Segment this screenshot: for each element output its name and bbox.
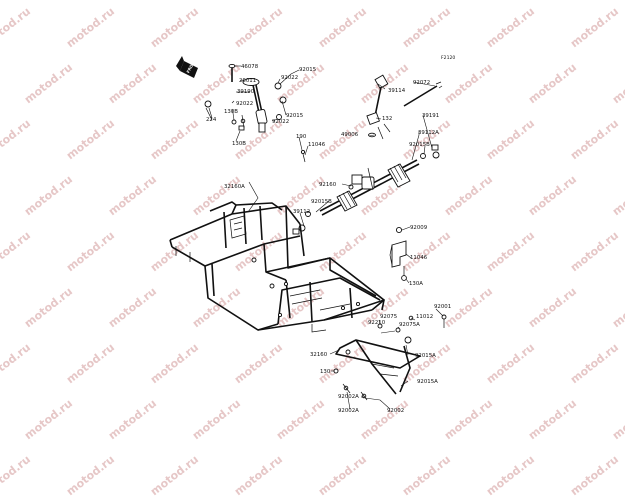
lower-bracket-assembly xyxy=(333,314,447,401)
part-label: 92160 xyxy=(319,182,337,188)
part-label: 92001 xyxy=(434,304,451,310)
mount-bracket xyxy=(389,226,407,281)
part-label: 39190 xyxy=(237,89,255,95)
part-label: 32160A xyxy=(224,184,245,190)
part-label: 92022 xyxy=(236,101,253,107)
part-label: 39114 xyxy=(388,88,406,94)
part-label: 130A xyxy=(409,281,423,287)
part-label: 92002A xyxy=(338,394,359,400)
part-label: 92075A xyxy=(399,322,420,328)
part-label: 130 xyxy=(320,369,331,375)
part-label: 39112 xyxy=(293,209,310,215)
part-label: 130B xyxy=(232,141,246,147)
main-frame xyxy=(169,201,385,333)
front-badge-text: FRONT xyxy=(185,58,197,74)
part-label: 11012 xyxy=(416,314,433,320)
part-label: 92210 xyxy=(368,320,386,326)
part-label: 92015 xyxy=(299,67,316,73)
part-label: 92015A xyxy=(417,379,438,385)
part-label: 92022 xyxy=(272,119,289,125)
part-label: 92015B xyxy=(311,199,332,205)
part-label: 92002A xyxy=(338,408,359,414)
part-label: 92002 xyxy=(387,408,404,414)
diagram-id: F2120 xyxy=(441,55,455,61)
part-label: 92015 xyxy=(286,113,303,119)
part-label: 92075 xyxy=(380,314,397,320)
part-label: 11046 xyxy=(308,142,326,148)
steering-joint-group xyxy=(366,74,443,140)
part-label: 92015B xyxy=(409,142,430,148)
part-label: 224 xyxy=(206,117,217,123)
exploded-parts-diagram: FRONT F2120 xyxy=(169,55,455,414)
steering-shaft-group xyxy=(204,63,287,133)
part-label: 92009 xyxy=(410,225,428,231)
leader-lines xyxy=(208,65,444,410)
part-label: 92022 xyxy=(281,75,298,81)
part-labels: 46078 26011 92022 92015 39190 224 92022 … xyxy=(206,64,451,414)
part-label: 130B xyxy=(224,109,238,115)
part-label: 92015A xyxy=(415,353,436,359)
part-label: 92072 xyxy=(413,80,430,86)
part-label: 46078 xyxy=(241,64,259,70)
steering-rack xyxy=(292,144,440,235)
part-label: 11046 xyxy=(410,255,428,261)
part-label: 190 xyxy=(296,134,307,140)
front-arrow-badge: FRONT xyxy=(176,56,198,78)
part-label: 39191 xyxy=(422,113,439,119)
part-label: 132 xyxy=(382,116,392,122)
part-label: 39112A xyxy=(418,130,439,136)
part-label: 32160 xyxy=(310,352,328,358)
part-label: 26011 xyxy=(239,78,256,84)
part-label: 49006 xyxy=(341,132,359,138)
